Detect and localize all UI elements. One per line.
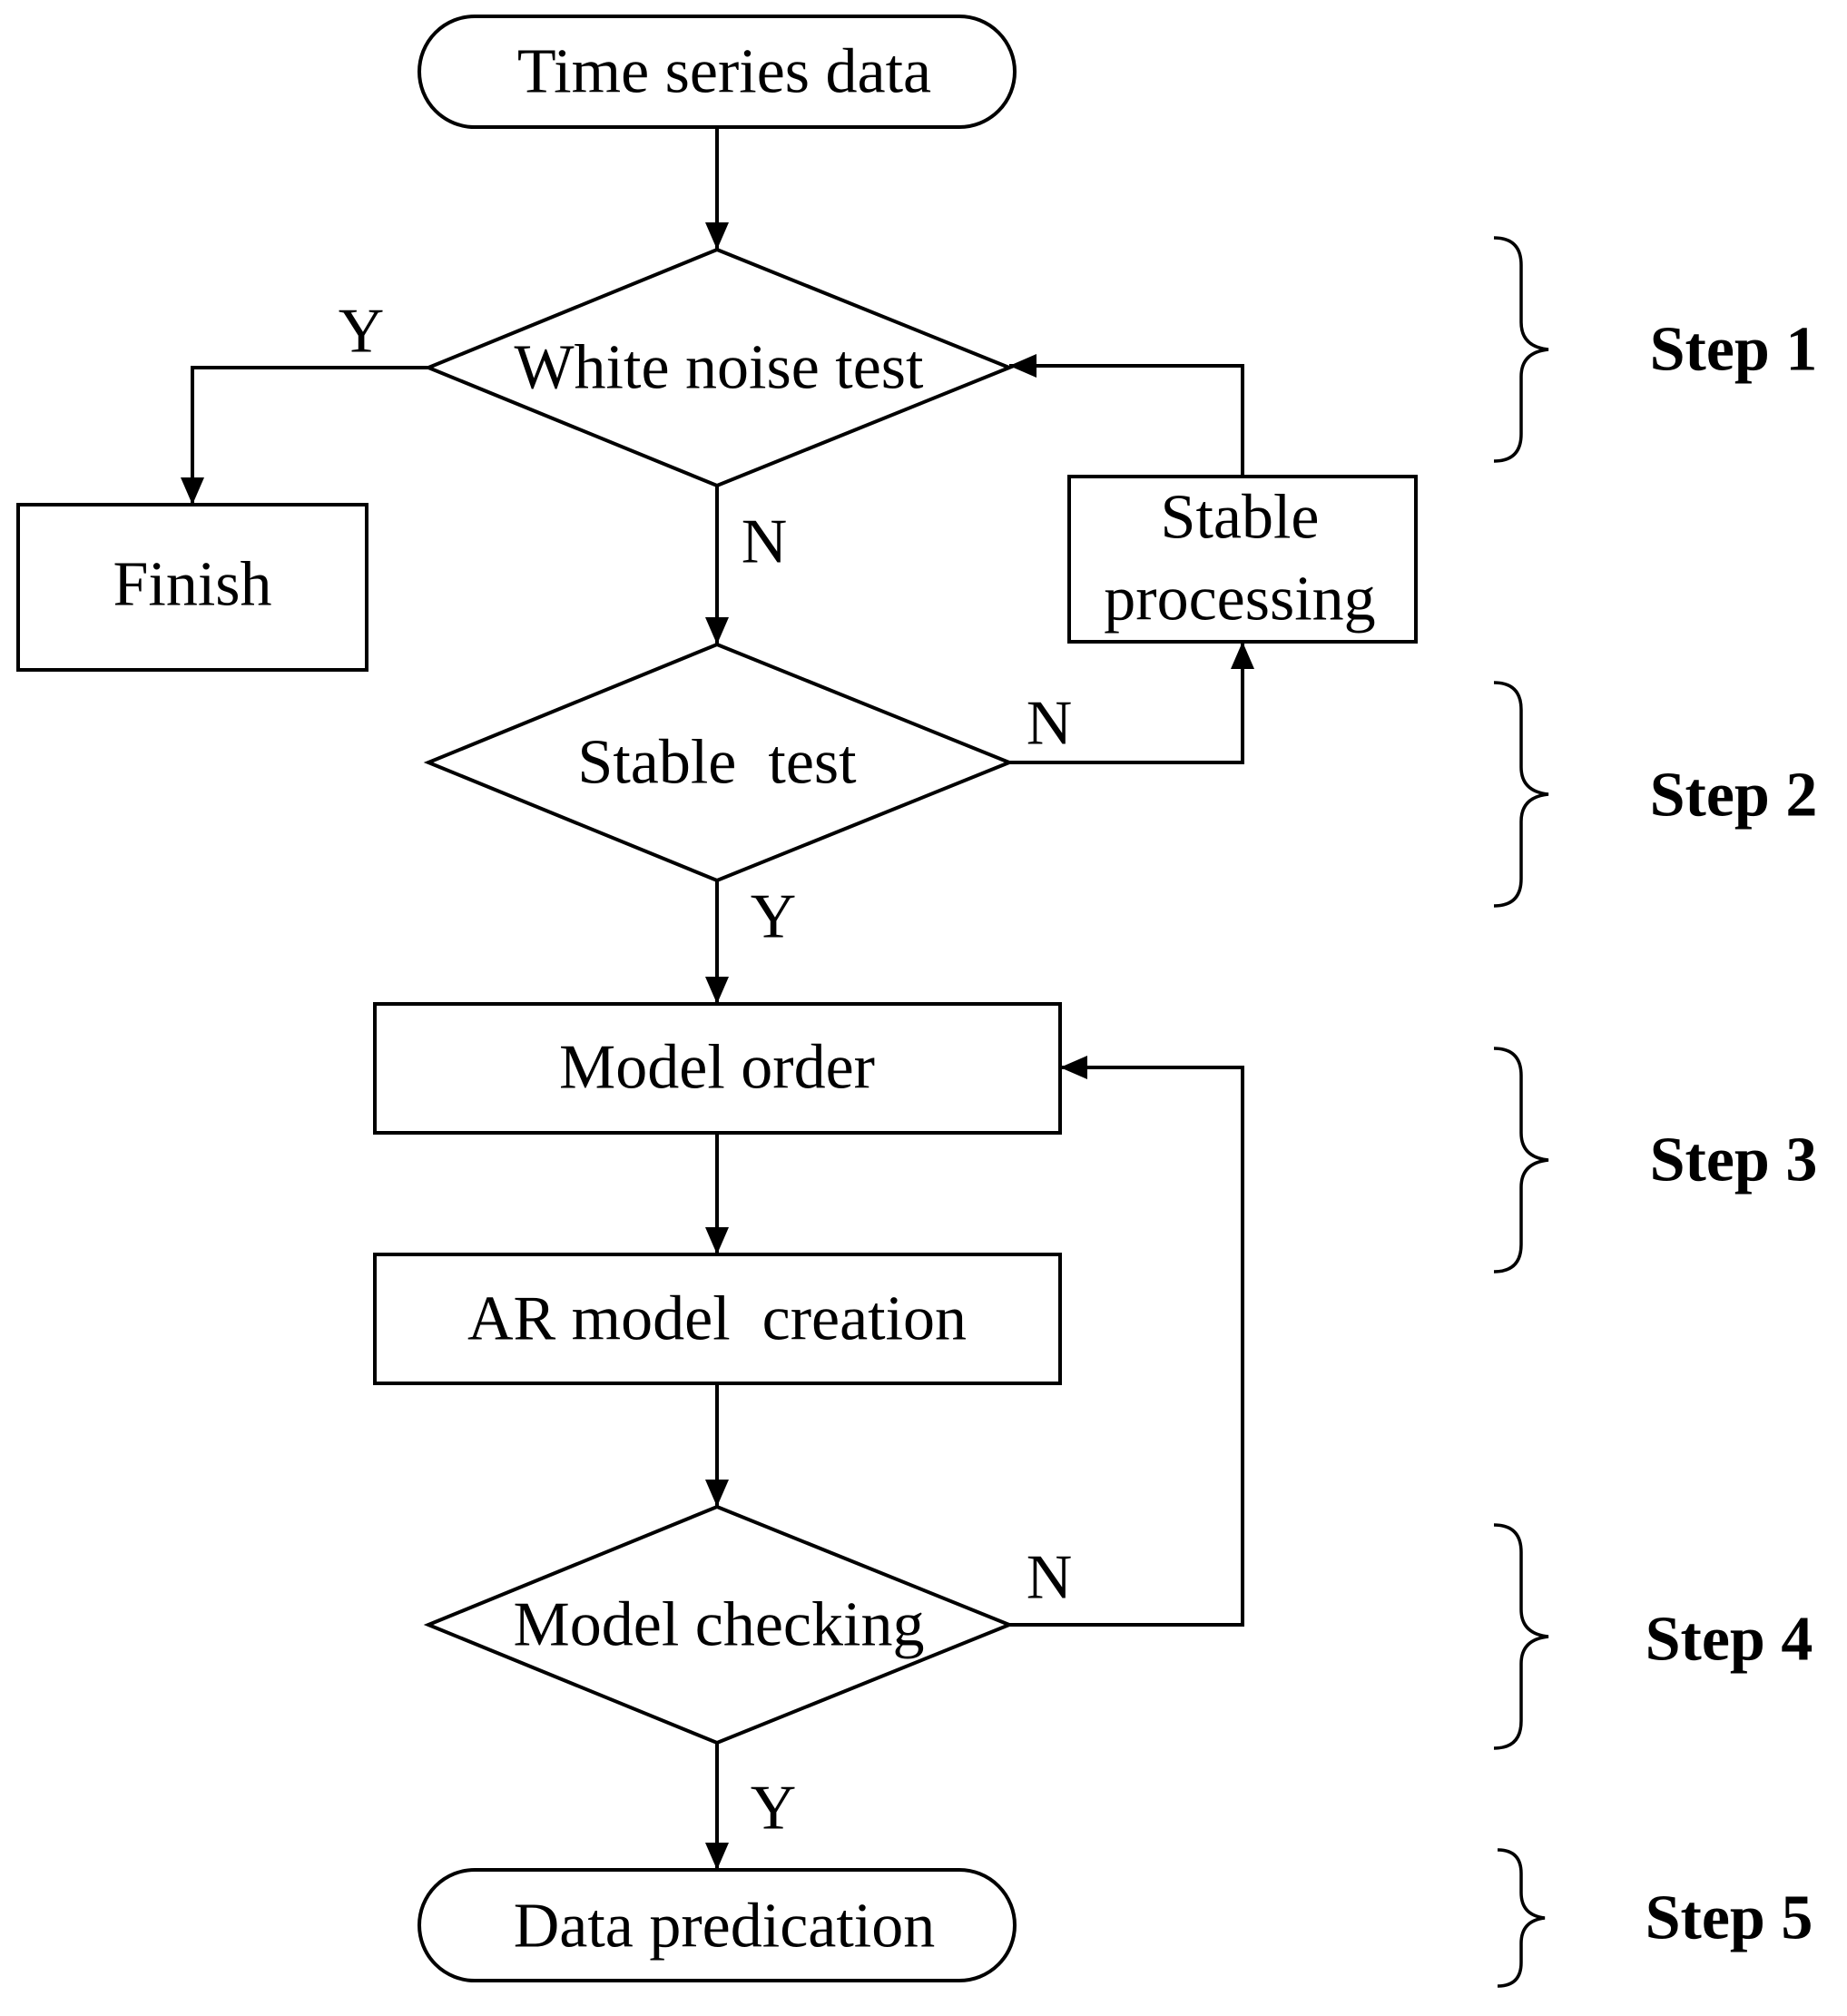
step-3-label: Step 3	[1650, 1126, 1818, 1195]
start-label: Time series data	[517, 37, 931, 107]
stable-test-label: Stable test	[577, 728, 857, 798]
white-noise-no-label: N	[742, 507, 788, 577]
ar-model-box	[373, 1253, 1062, 1385]
ar-model-label: AR model creation	[467, 1284, 967, 1354]
step-1-label: Step 1	[1650, 315, 1818, 385]
step-5-brace	[1497, 1848, 1546, 1988]
step-5-label: Step 5	[1646, 1883, 1813, 1953]
arrow-stable-test-no-to-processing	[1009, 642, 1254, 764]
stable-test-yes-label: Y	[751, 882, 797, 952]
step-3-brace	[1493, 1047, 1549, 1274]
model-checking-label: Model checking	[514, 1590, 925, 1660]
stable-processing-label-line1: Stable	[1161, 483, 1320, 553]
model-checking-no-label: N	[1027, 1543, 1073, 1613]
step-2-label: Step 2	[1650, 761, 1818, 831]
arrow-processing-to-white-noise	[1009, 354, 1244, 477]
arrow-model-checking-no-to-model-order	[1009, 1056, 1244, 1627]
stable-test-no-label: N	[1027, 689, 1073, 759]
step-1-brace	[1493, 236, 1549, 463]
finish-label: Finish	[113, 550, 271, 620]
finish-box	[16, 503, 368, 672]
step-2-brace	[1493, 681, 1549, 908]
white-noise-label: White noise test	[514, 333, 924, 403]
step-4-brace	[1493, 1523, 1549, 1750]
model-order-box	[373, 1002, 1062, 1135]
step-4-label: Step 4	[1646, 1605, 1813, 1675]
arrow-white-noise-yes-to-finish	[181, 366, 428, 505]
stable-processing-label-line2: processing	[1104, 565, 1375, 634]
model-order-label: Model order	[559, 1033, 875, 1103]
end-label: Data predication	[514, 1892, 936, 1962]
model-checking-yes-label: Y	[751, 1774, 797, 1844]
white-noise-yes-label: Y	[339, 297, 385, 367]
